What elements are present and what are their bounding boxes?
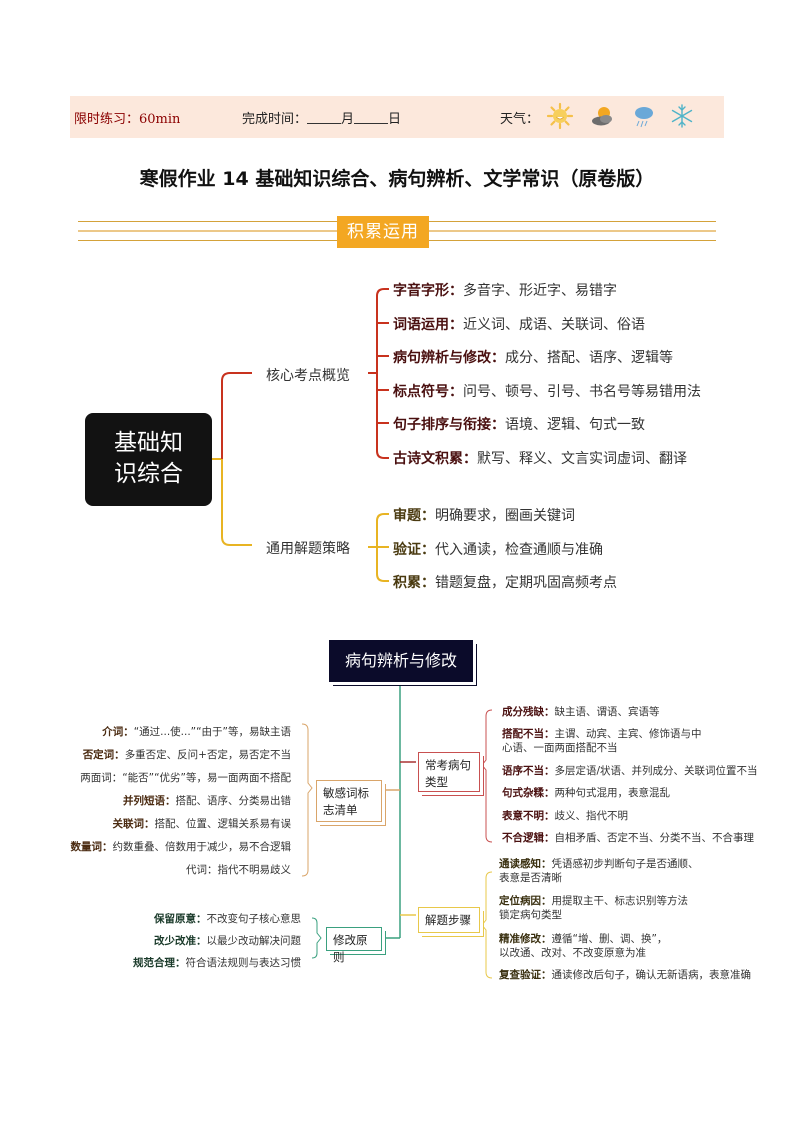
- branch-strategy: 通用解题策略: [266, 541, 350, 557]
- type-item: 语序不当：多层定语/状语、并列成分、关联词位置不当: [502, 765, 758, 777]
- header-bar: 限时练习：60min 完成时间： 月 日 天气：: [70, 96, 724, 138]
- core-point-item: 标点符号：问号、顿号、引号、书名号等易错用法: [393, 384, 701, 400]
- core-point-item: 病句辨析与修改：成分、搭配、语序、逻辑等: [393, 350, 673, 366]
- rain-icon[interactable]: [630, 102, 658, 130]
- sun-icon[interactable]: [546, 102, 574, 130]
- type-item: 句式杂糅：两种句式混用，表意混乱: [502, 787, 670, 799]
- sensitive-item: 并列短语：搭配、语序、分类易出错: [123, 795, 291, 807]
- core-point-item: 古诗文积累：默写、释义、文言实词虚词、翻译: [393, 451, 687, 467]
- principles-node: 修改原则: [326, 927, 382, 964]
- branch-core-points: 核心考点概览: [266, 368, 350, 384]
- page-title: 寒假作业 14 基础知识综合、病句辨析、文学常识（原卷版）: [139, 168, 655, 190]
- mindmap1-connectors: [212, 288, 389, 582]
- strategy-item: 审题：明确要求，圈画关键词: [393, 508, 575, 524]
- root-node-2: 病句辨析与修改: [329, 640, 473, 682]
- mindmap2-connectors: [301, 682, 493, 979]
- step-item: 通读感知：凭语感初步判断句子是否通顺、表意是否清晰: [499, 858, 699, 884]
- day-blank[interactable]: [354, 112, 389, 124]
- weather-label: 天气：: [500, 112, 540, 127]
- section-label: 积累运用: [337, 216, 429, 248]
- root-node: 基础知 识综合: [85, 413, 212, 506]
- type-item: 搭配不当：主谓、动宾、主宾、修饰语与中心语、一面两面搭配不当: [502, 728, 702, 754]
- core-point-item: 字音字形：多音字、形近字、易错字: [393, 283, 617, 299]
- step-item: 复查验证：通读修改后句子，确认无新语病，表意准确: [499, 969, 751, 981]
- sensitive-item: 关联词：搭配、位置、逻辑关系易有误: [112, 818, 292, 830]
- partly-cloudy-icon[interactable]: [588, 102, 616, 130]
- sensitive-item: 两面词：“能否”“优劣”等，易一面两面不搭配: [80, 772, 291, 784]
- sensitive-item: 介词：“通过...使...”“由于”等，易缺主语: [102, 726, 291, 738]
- node-label: 敏感词标: [323, 786, 369, 800]
- root-line: 识综合: [114, 461, 183, 487]
- core-point-item: 词语运用：近义词、成语、关联词、俗语: [393, 317, 645, 333]
- type-item: 不合逻辑：自相矛盾、否定不当、分类不当、不合事理: [502, 832, 754, 844]
- sensitive-item: 代词：指代不明易歧义: [186, 864, 291, 876]
- step-item: 定位病因：用提取主干、标志识别等方法锁定病句类型: [499, 895, 688, 921]
- principle-item: 改少改准：以最少改动解决问题: [154, 935, 301, 947]
- strategy-item: 积累：错题复盘，定期巩固高频考点: [393, 575, 617, 591]
- step-item: 精准修改：遵循“增、删、调、换”，以改通、改对、不改变原意为准: [499, 933, 668, 959]
- root-line: 基础知: [114, 430, 183, 456]
- strategy-item: 验证：代入通读，检查通顺与准确: [393, 542, 603, 558]
- month-label: 月: [341, 112, 355, 127]
- node-label: 志清单: [323, 803, 358, 817]
- common-types-node: 常考病句 类型: [418, 752, 480, 792]
- core-point-item: 句子排序与衔接：语境、逻辑、句式一致: [393, 417, 645, 433]
- sensitive-words-node: 敏感词标 志清单: [316, 780, 382, 822]
- node-label: 常考病句: [425, 758, 471, 772]
- sensitive-item: 否定词：多重否定、反问+否定，易否定不当: [82, 749, 291, 761]
- principle-item: 保留原意：不改变句子核心意思: [154, 913, 301, 925]
- steps-node: 解题步骤: [418, 907, 480, 933]
- sensitive-item: 数量词：约数重叠、倍数用于减少，易不合逻辑: [70, 841, 292, 853]
- month-blank[interactable]: [307, 112, 342, 124]
- day-label: 日: [388, 112, 402, 127]
- principle-item: 规范合理：符合语法规则与表达习惯: [133, 957, 301, 969]
- snowflake-icon[interactable]: [668, 102, 696, 130]
- time-limit: 限时练习：60min: [74, 112, 181, 127]
- completion-label: 完成时间：: [242, 112, 308, 127]
- node-label: 类型: [425, 775, 448, 789]
- type-item: 表意不明：歧义、指代不明: [502, 810, 628, 822]
- type-item: 成分残缺：缺主语、谓语、宾语等: [502, 706, 660, 718]
- completion-time: 完成时间： 月 日: [242, 108, 401, 127]
